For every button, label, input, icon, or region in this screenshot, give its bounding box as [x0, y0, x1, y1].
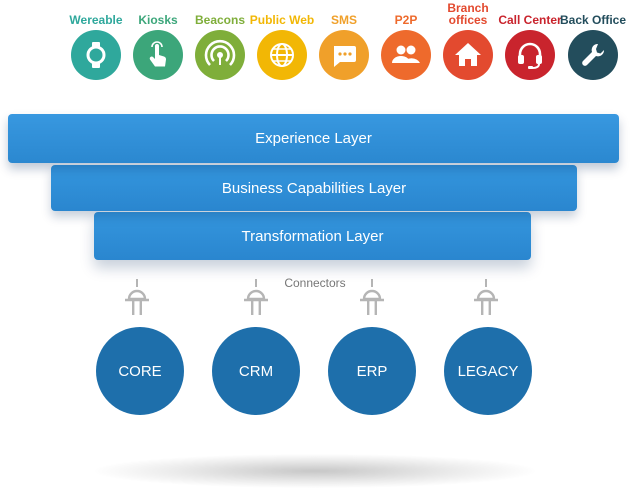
- channel-kiosks[interactable]: Kiosks: [127, 0, 189, 84]
- channel-label: Branch offices: [447, 1, 489, 27]
- plug-icon: [360, 279, 384, 315]
- system-label: CRM: [238, 362, 274, 380]
- business-capabilities-layer[interactable]: Business Capabilities Layer: [51, 165, 577, 211]
- business-capabilities-layer-label: Business Capabilities Layer: [221, 179, 407, 197]
- system-label: LEGACY: [457, 362, 519, 380]
- connectors-label: Connectors: [284, 276, 346, 290]
- system-erp[interactable]: ERP: [328, 327, 416, 415]
- system-core[interactable]: CORE: [96, 327, 184, 415]
- channel-icon-circle: [257, 30, 307, 80]
- channel-wearable[interactable]: Wereable: [65, 0, 127, 84]
- channel-public-web[interactable]: Public Web: [250, 0, 314, 84]
- channel-label: P2P: [394, 13, 418, 27]
- channel-label: SMS: [330, 13, 357, 27]
- experience-layer-label: Experience Layer: [255, 130, 372, 147]
- home-icon: [455, 43, 481, 66]
- beacon-icon: [204, 39, 236, 66]
- channel-icon-circle: [381, 30, 431, 80]
- channel-label: Wereable: [69, 13, 123, 27]
- users-icon: [392, 45, 420, 63]
- experience-layer[interactable]: Experience Layer: [8, 114, 619, 163]
- channel-label: Public Web: [249, 13, 315, 27]
- channel-label: Beacons: [194, 13, 246, 27]
- channel-icon-circle: [505, 30, 555, 80]
- channel-label: Kiosks: [138, 13, 178, 27]
- system-label: ERP: [356, 362, 388, 380]
- plug-icon: [474, 279, 498, 315]
- channel-branch-offices[interactable]: Branch offices: [437, 0, 499, 84]
- channel-beacons[interactable]: Beacons: [189, 0, 251, 84]
- headset-icon: [518, 42, 542, 69]
- base-shadow: [95, 454, 535, 488]
- channel-icon-circle: [133, 30, 183, 80]
- plug-icon: [244, 279, 268, 315]
- channel-call-center[interactable]: Call Center: [498, 0, 562, 84]
- channel-label: Back Office: [559, 13, 627, 27]
- system-label: CORE: [118, 362, 162, 380]
- channel-icon-circle: [443, 30, 493, 80]
- channel-icon-circle: [319, 30, 369, 80]
- channel-icon-circle: [568, 30, 618, 80]
- globe-icon: [270, 43, 294, 67]
- touch-icon: [149, 41, 167, 67]
- wrench-icon: [582, 43, 605, 66]
- channel-back-office[interactable]: Back Office: [560, 0, 626, 84]
- sms-icon: [334, 46, 356, 67]
- channel-icon-circle: [71, 30, 121, 80]
- channel-p2p[interactable]: P2P: [375, 0, 437, 84]
- channel-icon-circle: [195, 30, 245, 80]
- system-crm[interactable]: CRM: [212, 327, 300, 415]
- watch-icon: [86, 42, 106, 68]
- transformation-layer-label: Transformation Layer: [241, 227, 384, 245]
- system-legacy[interactable]: LEGACY: [444, 327, 532, 415]
- channel-label: Call Center: [498, 13, 562, 27]
- channel-sms[interactable]: SMS: [313, 0, 375, 84]
- plug-icon: [125, 279, 149, 315]
- transformation-layer[interactable]: Transformation Layer: [94, 212, 531, 260]
